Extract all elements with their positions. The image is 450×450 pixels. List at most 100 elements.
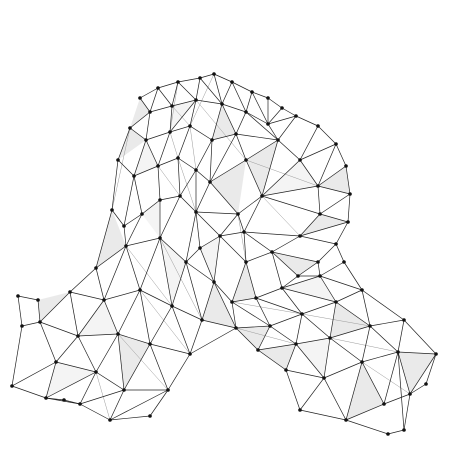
wireframe-edge	[103, 289, 141, 301]
wireframe-edge	[397, 351, 437, 355]
wireframe-edge	[237, 195, 263, 215]
wireframe-edge	[335, 243, 345, 263]
wireframe-edge	[369, 325, 399, 353]
wireframe-edge	[109, 415, 151, 421]
wireframe-edge	[171, 81, 179, 107]
wireframe-edge	[257, 343, 297, 351]
light-facet	[134, 140, 158, 176]
wireframe-edge	[133, 175, 143, 215]
wireframe-node	[148, 342, 152, 346]
light-edge	[117, 333, 169, 391]
wireframe-edge	[177, 157, 181, 197]
wireframe-edge	[157, 131, 171, 167]
wireframe-edge	[95, 371, 125, 391]
wireframe-node	[244, 158, 248, 162]
light-edge	[301, 313, 371, 327]
wireframe-node	[36, 298, 40, 302]
wireframe-edge	[255, 297, 303, 315]
wireframe-edge	[317, 261, 321, 277]
shaded-facet	[318, 166, 350, 194]
wireframe-edge	[159, 195, 181, 201]
light-edge	[125, 245, 173, 307]
wireframe-edge	[213, 281, 237, 329]
wireframe-edge	[123, 175, 135, 227]
wireframe-edge	[79, 371, 97, 405]
wireframe-edge	[123, 213, 143, 227]
wireframe-node	[212, 72, 216, 76]
wireframe-node	[402, 428, 406, 432]
light-edge	[235, 327, 297, 345]
wireframe-node	[280, 286, 284, 290]
wireframe-edge	[301, 313, 331, 339]
wireframe-edge	[281, 275, 299, 289]
shaded-facet	[272, 252, 318, 276]
wireframe-edge	[45, 361, 57, 399]
wireframe-edge	[149, 389, 169, 417]
wireframe-node	[176, 80, 180, 84]
wireframe-node	[250, 90, 254, 94]
light-edge	[245, 159, 319, 187]
wireframe-edge	[319, 275, 337, 303]
wireframe-edge	[167, 353, 191, 391]
wireframe-node	[244, 110, 248, 114]
wireframe-nodes	[10, 72, 438, 436]
wireframe-edge	[125, 237, 161, 247]
wireframe-node	[344, 164, 348, 168]
wireframe-node	[138, 288, 142, 292]
wireframe-edge	[195, 99, 223, 105]
wireframe-edge	[319, 275, 363, 291]
wireframe-edge	[185, 261, 203, 321]
light-facet	[78, 300, 118, 336]
wireframe-edge	[295, 337, 331, 345]
light-facet	[296, 338, 330, 378]
wireframe-edge	[159, 237, 173, 307]
wireframe-node	[230, 300, 234, 304]
wireframe-edge	[195, 211, 239, 215]
wireframe-edge	[169, 99, 197, 133]
wireframe-edge	[255, 287, 283, 299]
wireframe-edge	[95, 209, 113, 269]
wireframe-edge	[409, 383, 427, 395]
wireframe-edge	[285, 369, 301, 411]
shaded-facet	[346, 362, 384, 420]
wireframe-edge	[231, 81, 253, 93]
wireframe-node	[170, 304, 174, 308]
wireframe-node	[110, 208, 114, 212]
wireframe-node	[208, 180, 212, 184]
light-facet	[282, 276, 336, 302]
wireframe-node	[408, 392, 412, 396]
wireframe-edge	[267, 107, 283, 125]
wireframe-edge	[277, 139, 301, 161]
wireframe-node	[176, 156, 180, 160]
wireframe-node	[368, 324, 372, 328]
wireframe-edge	[425, 353, 437, 385]
wireframe-edge	[243, 195, 263, 233]
wireframe-node	[268, 324, 272, 328]
wireframe-edge	[79, 403, 111, 421]
wireframe-edge	[125, 245, 141, 291]
wireframe-edge	[123, 225, 127, 247]
wireframe-edge	[37, 299, 41, 323]
wireframe-edge	[319, 193, 351, 215]
wireframe-edge	[235, 133, 247, 161]
wireframe-edge	[221, 103, 247, 113]
wireframe-node	[166, 388, 170, 392]
wireframe-edge	[171, 305, 191, 355]
wireframe-edge	[199, 73, 215, 79]
wireframe-edge	[109, 389, 169, 421]
wireframe-edge	[139, 237, 161, 291]
wireframe-edge	[277, 115, 297, 141]
wireframe-edge	[111, 159, 119, 211]
wireframe-node	[188, 124, 192, 128]
light-edge	[329, 337, 399, 353]
wireframe-edge	[125, 213, 143, 247]
wireframe-edge	[295, 343, 325, 379]
wireframe-node	[168, 130, 172, 134]
wireframe-edge	[213, 281, 233, 303]
wireframe-edge	[141, 199, 161, 215]
wireframe-edge	[231, 297, 257, 303]
wireframe-node	[360, 288, 364, 292]
wireframe-edge	[251, 91, 269, 125]
wireframe-edge	[317, 243, 337, 263]
wireframe-edge	[145, 131, 171, 141]
